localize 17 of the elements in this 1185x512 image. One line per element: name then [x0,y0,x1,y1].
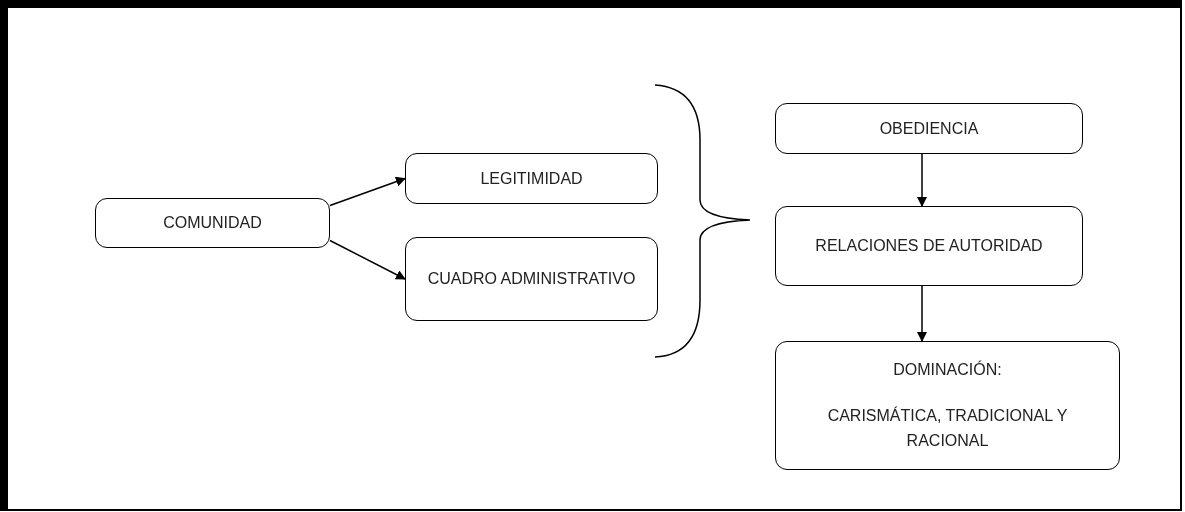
process-box [775,206,1083,286]
box-label: OBEDIENCIA [879,118,979,139]
box-label: CUADRO ADMINISTRATIVO [427,269,636,290]
box-label: LEGITIMIDAD [480,168,583,189]
arrow [329,239,406,280]
box-label: RELACIONES DE AUTORIDAD [815,236,1043,257]
process-box [95,198,330,248]
arrow [329,176,406,207]
process-box [405,153,658,204]
arrow [917,153,927,207]
process-box [775,341,1120,470]
box-label: DOMINACIÓN: [893,359,1002,381]
arrow [917,285,927,342]
box-label: CARISMÁTICA, TRADICIONAL Y RACIONAL [826,405,1069,452]
box-label: COMUNIDAD [163,213,262,234]
process-box [405,237,658,321]
process-box [775,103,1083,154]
